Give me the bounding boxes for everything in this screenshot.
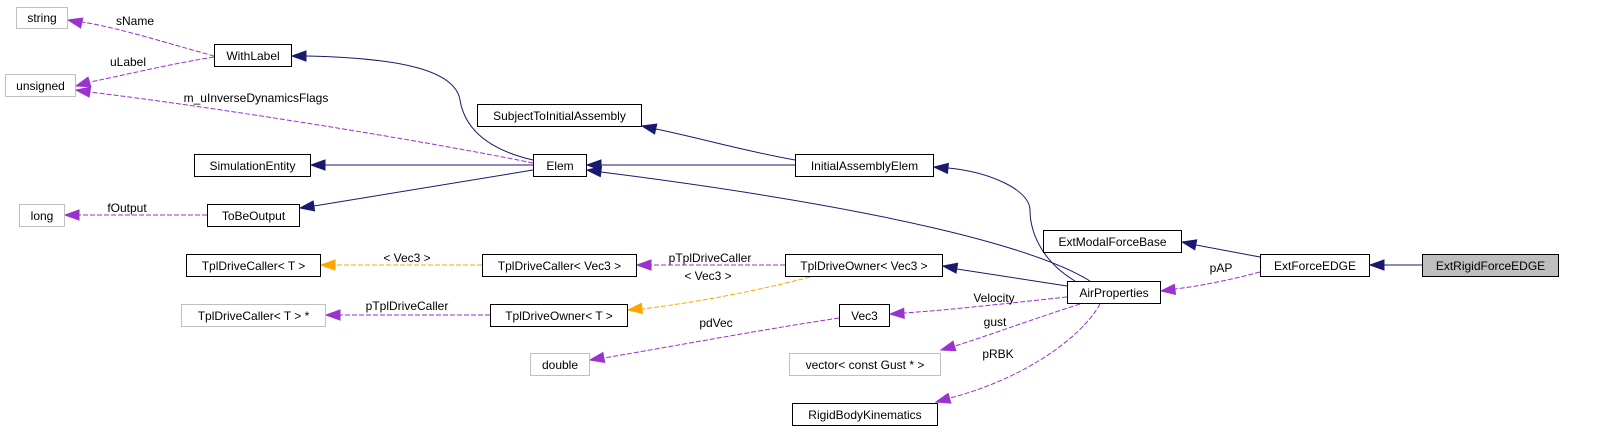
edge-label-sname: sName xyxy=(115,14,155,28)
node-initialassemblyelem[interactable]: InitialAssemblyElem xyxy=(795,154,934,177)
edge-elem-unsigned-arrowhead xyxy=(74,86,92,98)
node-extforceedge[interactable]: ExtForceEDGE xyxy=(1260,254,1370,277)
node-tobeoutput[interactable]: ToBeOutput xyxy=(207,204,300,227)
node-rigidbodykinematics[interactable]: RigidBodyKinematics xyxy=(792,403,938,426)
edge-label-pap: pAP xyxy=(1209,261,1233,275)
edge-owner-vec3-owner-t-arrowhead xyxy=(626,302,644,314)
edge-airprop-elem xyxy=(600,171,1091,282)
node-tpldrivecaller-vec3[interactable]: TplDriveCaller< Vec3 > xyxy=(482,254,637,277)
edge-label-pdvec: pdVec xyxy=(699,316,733,330)
edge-elem-tobeoutput xyxy=(313,169,534,207)
edge-label-vec3-template-1: < Vec3 > xyxy=(383,251,431,265)
edge-airprop-rbk xyxy=(949,303,1101,399)
edge-vec3-double xyxy=(603,317,840,359)
edge-elem-unsigned xyxy=(89,91,534,164)
edge-airprop-elem-arrowhead xyxy=(585,166,603,178)
edge-elem-withlabel xyxy=(305,55,534,161)
node-vec3[interactable]: Vec3 xyxy=(839,304,890,327)
node-string[interactable]: string xyxy=(16,7,68,29)
node-tpldrivecaller-tptr[interactable]: TplDriveCaller< T > * xyxy=(181,304,326,327)
edge-vec3-double-arrowhead xyxy=(588,351,606,364)
edge-airprop-iae-arrowhead xyxy=(932,162,949,175)
node-elem[interactable]: Elem xyxy=(533,154,587,177)
edge-owner-vec3-owner-t xyxy=(641,276,811,310)
node-double[interactable]: double xyxy=(530,353,590,376)
edge-label-ptpldrivecaller-1: pTplDriveCaller xyxy=(668,251,752,265)
edge-owner-t-caller-tptr-arrowhead xyxy=(324,309,341,321)
edge-label-prbk: pRBK xyxy=(982,347,1014,361)
edge-airprop-vec3-arrowhead xyxy=(888,307,905,319)
edge-label-foutput: fOutput xyxy=(107,201,147,215)
node-vector-gust[interactable]: vector< const Gust * > xyxy=(789,353,941,376)
edge-iae-subject-arrowhead xyxy=(640,123,658,135)
edge-label-gust: gust xyxy=(983,315,1007,329)
node-airproperties[interactable]: AirProperties xyxy=(1067,281,1161,304)
edge-elem-simulationentity-arrowhead xyxy=(309,159,326,171)
node-tpldriveowner-t[interactable]: TplDriveOwner< T > xyxy=(490,304,628,327)
edge-elem-tobeoutput-arrowhead xyxy=(298,200,316,212)
edge-extforce-extmodal xyxy=(1195,244,1261,258)
node-tpldriveowner-vec3[interactable]: TplDriveOwner< Vec3 > xyxy=(785,254,943,277)
edge-caller-vec3-caller-t-arrowhead xyxy=(319,259,336,271)
node-tpldrivecaller-t[interactable]: TplDriveCaller< T > xyxy=(186,254,321,277)
edge-withlabel-string-arrowhead xyxy=(66,17,84,29)
node-subjecttoinitialassembly[interactable]: SubjectToInitialAssembly xyxy=(477,104,642,127)
edge-airprop-tpldriveowner xyxy=(956,268,1068,287)
edge-airprop-tpldriveowner-arrowhead xyxy=(941,262,959,274)
edge-airprop-iae xyxy=(947,167,1076,282)
node-withlabel[interactable]: WithLabel xyxy=(214,44,292,67)
edges xyxy=(63,17,1422,404)
edge-elem-withlabel-arrowhead xyxy=(290,50,307,62)
edge-airprop-gust-arrowhead xyxy=(939,340,957,352)
edge-label-ptpldrivecaller-2: pTplDriveCaller xyxy=(365,299,449,313)
edge-label-m-uinversedynamicsflags: m_uInverseDynamicsFlags xyxy=(183,91,329,105)
edge-owner-caller-vec3-arrowhead xyxy=(635,259,652,271)
edge-withlabel-string xyxy=(81,21,215,57)
edge-tobeoutput-long-arrowhead xyxy=(63,209,80,221)
node-extmodalforcebase[interactable]: ExtModalForceBase xyxy=(1043,230,1182,253)
edge-extrigid-extforce-arrowhead xyxy=(1368,259,1385,271)
node-simulationentity[interactable]: SimulationEntity xyxy=(194,154,311,177)
edge-extforce-airprop xyxy=(1174,271,1261,290)
node-long[interactable]: long xyxy=(19,204,65,227)
edge-extforce-extmodal-arrowhead xyxy=(1180,239,1198,251)
edge-extforce-airprop-arrowhead xyxy=(1159,283,1177,295)
edge-withlabel-unsigned xyxy=(89,56,215,83)
edge-airprop-gust xyxy=(954,303,1081,347)
edge-label-vec3-template-2: < Vec3 > xyxy=(684,269,732,283)
edge-label-ulabel: uLabel xyxy=(109,55,147,69)
node-unsigned[interactable]: unsigned xyxy=(5,74,76,97)
node-extrigidforceedge[interactable]: ExtRigidForceEDGE xyxy=(1422,254,1559,277)
edge-airprop-rbk-arrowhead xyxy=(934,392,952,404)
edge-iae-subject xyxy=(655,128,796,161)
edge-airprop-vec3 xyxy=(903,296,1068,314)
edge-label-velocity: Velocity xyxy=(973,291,1015,305)
edge-withlabel-unsigned-arrowhead xyxy=(74,76,92,88)
